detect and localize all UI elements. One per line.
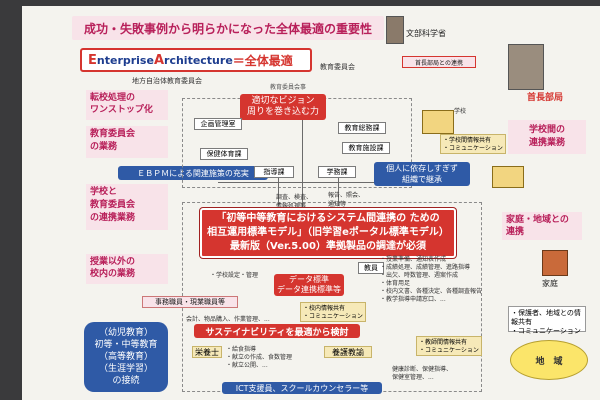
note-right-bot: 健康診断、保健指導、 保健室管理、... <box>392 366 453 381</box>
school-icon-2 <box>492 166 524 188</box>
shuchou-renkei-badge: 首長部局との連携 <box>402 56 476 68</box>
box-jimu: 事務職員・現業職員等 <box>142 296 238 308</box>
ea-letter-a: A <box>153 52 165 68</box>
note-yougo: ・教師間情報共有 ・コミュニケーション <box>416 336 482 356</box>
vision-box: 適切なビジョン 周りを巻き込む力 <box>240 94 326 120</box>
note-jouhou: ・校内情報共有 ・コミュニケーション <box>300 302 366 322</box>
chiiki-oval: 地 域 <box>510 340 588 380</box>
kojin-box: 個人に依存しすぎず 組織で継承 <box>374 162 470 186</box>
connector-h1 <box>218 182 378 183</box>
main-banner: 「初等中等教育におけるシステム間連携の ための 相互運用標準モデル」（旧学習eポ… <box>200 208 456 258</box>
title-bar: 成功・失敗事例から明らかになった全体最適の重要性 <box>72 16 384 40</box>
kyoiku-iinkai-label: 教育委員会 <box>320 63 355 71</box>
page-title: 成功・失敗事例から明らかになった全体最適の重要性 <box>83 21 372 36</box>
gakkou-label: 学校 <box>454 108 467 115</box>
label-tenkou: 転校処理の ワンストップ化 <box>86 90 168 120</box>
box-kyouin: 教員 <box>358 262 384 274</box>
local-org-label: 地方自治体教育委員会 <box>132 77 202 85</box>
house-icon <box>542 250 568 276</box>
gakkoukan-box: 学校間の 連携業務 <box>508 120 586 154</box>
sustain-box: サステイナビリティを最適から検討 <box>194 324 360 338</box>
connect-box: （幼児教育） 初等・中等教育 （高等教育） （生涯学習） の接続 <box>84 322 168 392</box>
shuchou-label: 首長部局 <box>527 93 564 103</box>
ea-word-enterprise: nterprise <box>96 53 154 67</box>
box-gakumu: 学務課 <box>318 166 356 178</box>
box-eiyou: 栄養士 <box>192 346 222 358</box>
school-icon <box>422 110 454 134</box>
note-right-mid: ・保護者、地域との情報共有 ・コミュニケーション <box>508 306 586 335</box>
ministry-label: 文部科学省 <box>406 29 446 38</box>
box-hoken: 保健体育課 <box>200 148 248 160</box>
box-shisetsu: 教育施設課 <box>342 142 390 154</box>
connector-v3 <box>338 178 339 206</box>
box-kikaku: 企画管理室 <box>194 118 242 130</box>
ea-letter-e: E <box>88 52 97 68</box>
chiiki-label: 地 域 <box>535 356 563 367</box>
building-icon <box>386 16 404 44</box>
note-left2: 会計、物品購入、作業管理、... <box>186 316 270 323</box>
ea-word-architecture: rchitecture <box>164 53 233 67</box>
connector-v2 <box>278 178 279 206</box>
box-ict: ICT支援員、スクールカウンセラー等 <box>222 382 382 394</box>
data-std-box: データ標準 データ連携標準等 <box>274 274 344 296</box>
note-kyouin: ・授業準備、通知表作成 ・成績処理、成績管理、進路指導 ・出欠、時数管理、週案作… <box>380 256 483 303</box>
note-houkoku: 報告、照会、 通知等 <box>328 192 365 208</box>
city-hall-icon <box>508 44 544 90</box>
katei-chiiki-box: 家庭・地域との 連携 <box>502 212 582 240</box>
box-yougo: 養護教諭 <box>324 346 372 358</box>
note-eiyou: ・給食指導 ・献立の作成、食数管理 ・献立公開、... <box>226 346 293 369</box>
kyoiku-iinkai-small-label: 教育委員会事 <box>270 84 307 91</box>
ebpm-box: ＥＢＰＭによる関連施策の充実 <box>118 166 268 180</box>
box-soumu: 教育総務課 <box>338 122 386 134</box>
label-jugyo-igai: 授業以外の 校内の業務 <box>86 254 168 284</box>
label-gakkou-renkei: 学校と 教育委員会 の連携業務 <box>86 184 168 230</box>
note-chousa: 調査、検査、 情報処理等 <box>276 194 313 210</box>
ea-suffix: ＝全体最適 <box>232 53 293 68</box>
note-right-top: ・学校間情報共有 ・コミュニケーション <box>440 134 506 154</box>
katei-label: 家庭 <box>542 279 558 288</box>
label-kyoiku-gyomu: 教育委員会 の業務 <box>86 126 168 158</box>
note-left1: ・学校設定・管理 <box>210 272 259 279</box>
box-shidou: 指導課 <box>254 166 294 178</box>
connector-v1 <box>302 120 303 210</box>
